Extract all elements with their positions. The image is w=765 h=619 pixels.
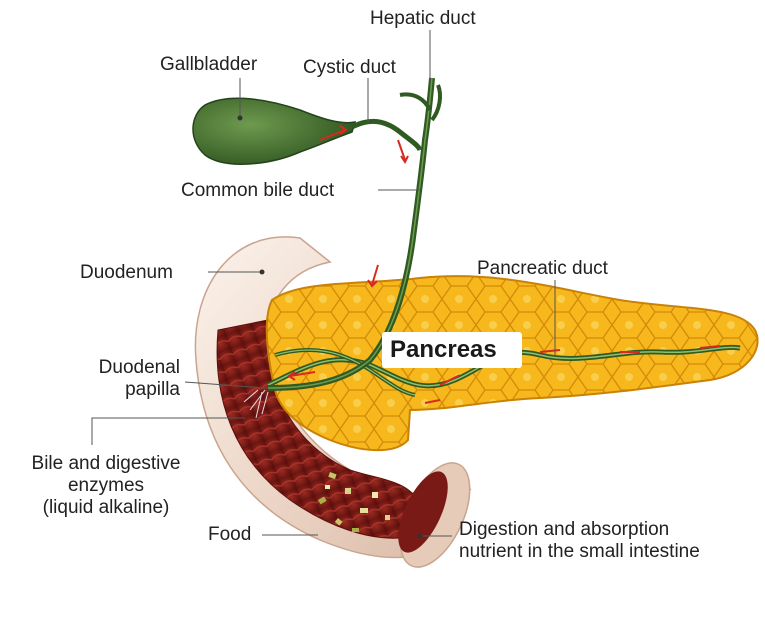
label-digestion: Digestion and absorption nutrient in the… (459, 519, 700, 563)
label-duodenal-papilla-line2: papilla (78, 379, 180, 401)
label-food: Food (208, 524, 251, 546)
label-digestion-line1: Digestion and absorption (459, 519, 700, 541)
label-bile-line2: enzymes (6, 475, 206, 497)
gallbladder (193, 98, 355, 164)
label-hepatic-duct: Hepatic duct (370, 8, 476, 30)
label-duodenal-papilla-line1: Duodenal (78, 357, 180, 379)
label-bile-enzymes: Bile and digestive enzymes (liquid alkal… (6, 453, 206, 519)
label-bile-line3: (liquid alkaline) (6, 497, 206, 519)
label-cystic-duct: Cystic duct (303, 57, 396, 79)
label-gallbladder: Gallbladder (160, 54, 257, 76)
label-duodenum: Duodenum (80, 262, 173, 284)
label-common-bile-duct: Common bile duct (181, 180, 334, 202)
label-duodenal-papilla: Duodenal papilla (78, 357, 180, 401)
label-pancreas: Pancreas (390, 336, 497, 364)
label-pancreatic-duct: Pancreatic duct (477, 258, 608, 280)
label-digestion-line2: nutrient in the small intestine (459, 541, 700, 563)
label-bile-line1: Bile and digestive (6, 453, 206, 475)
